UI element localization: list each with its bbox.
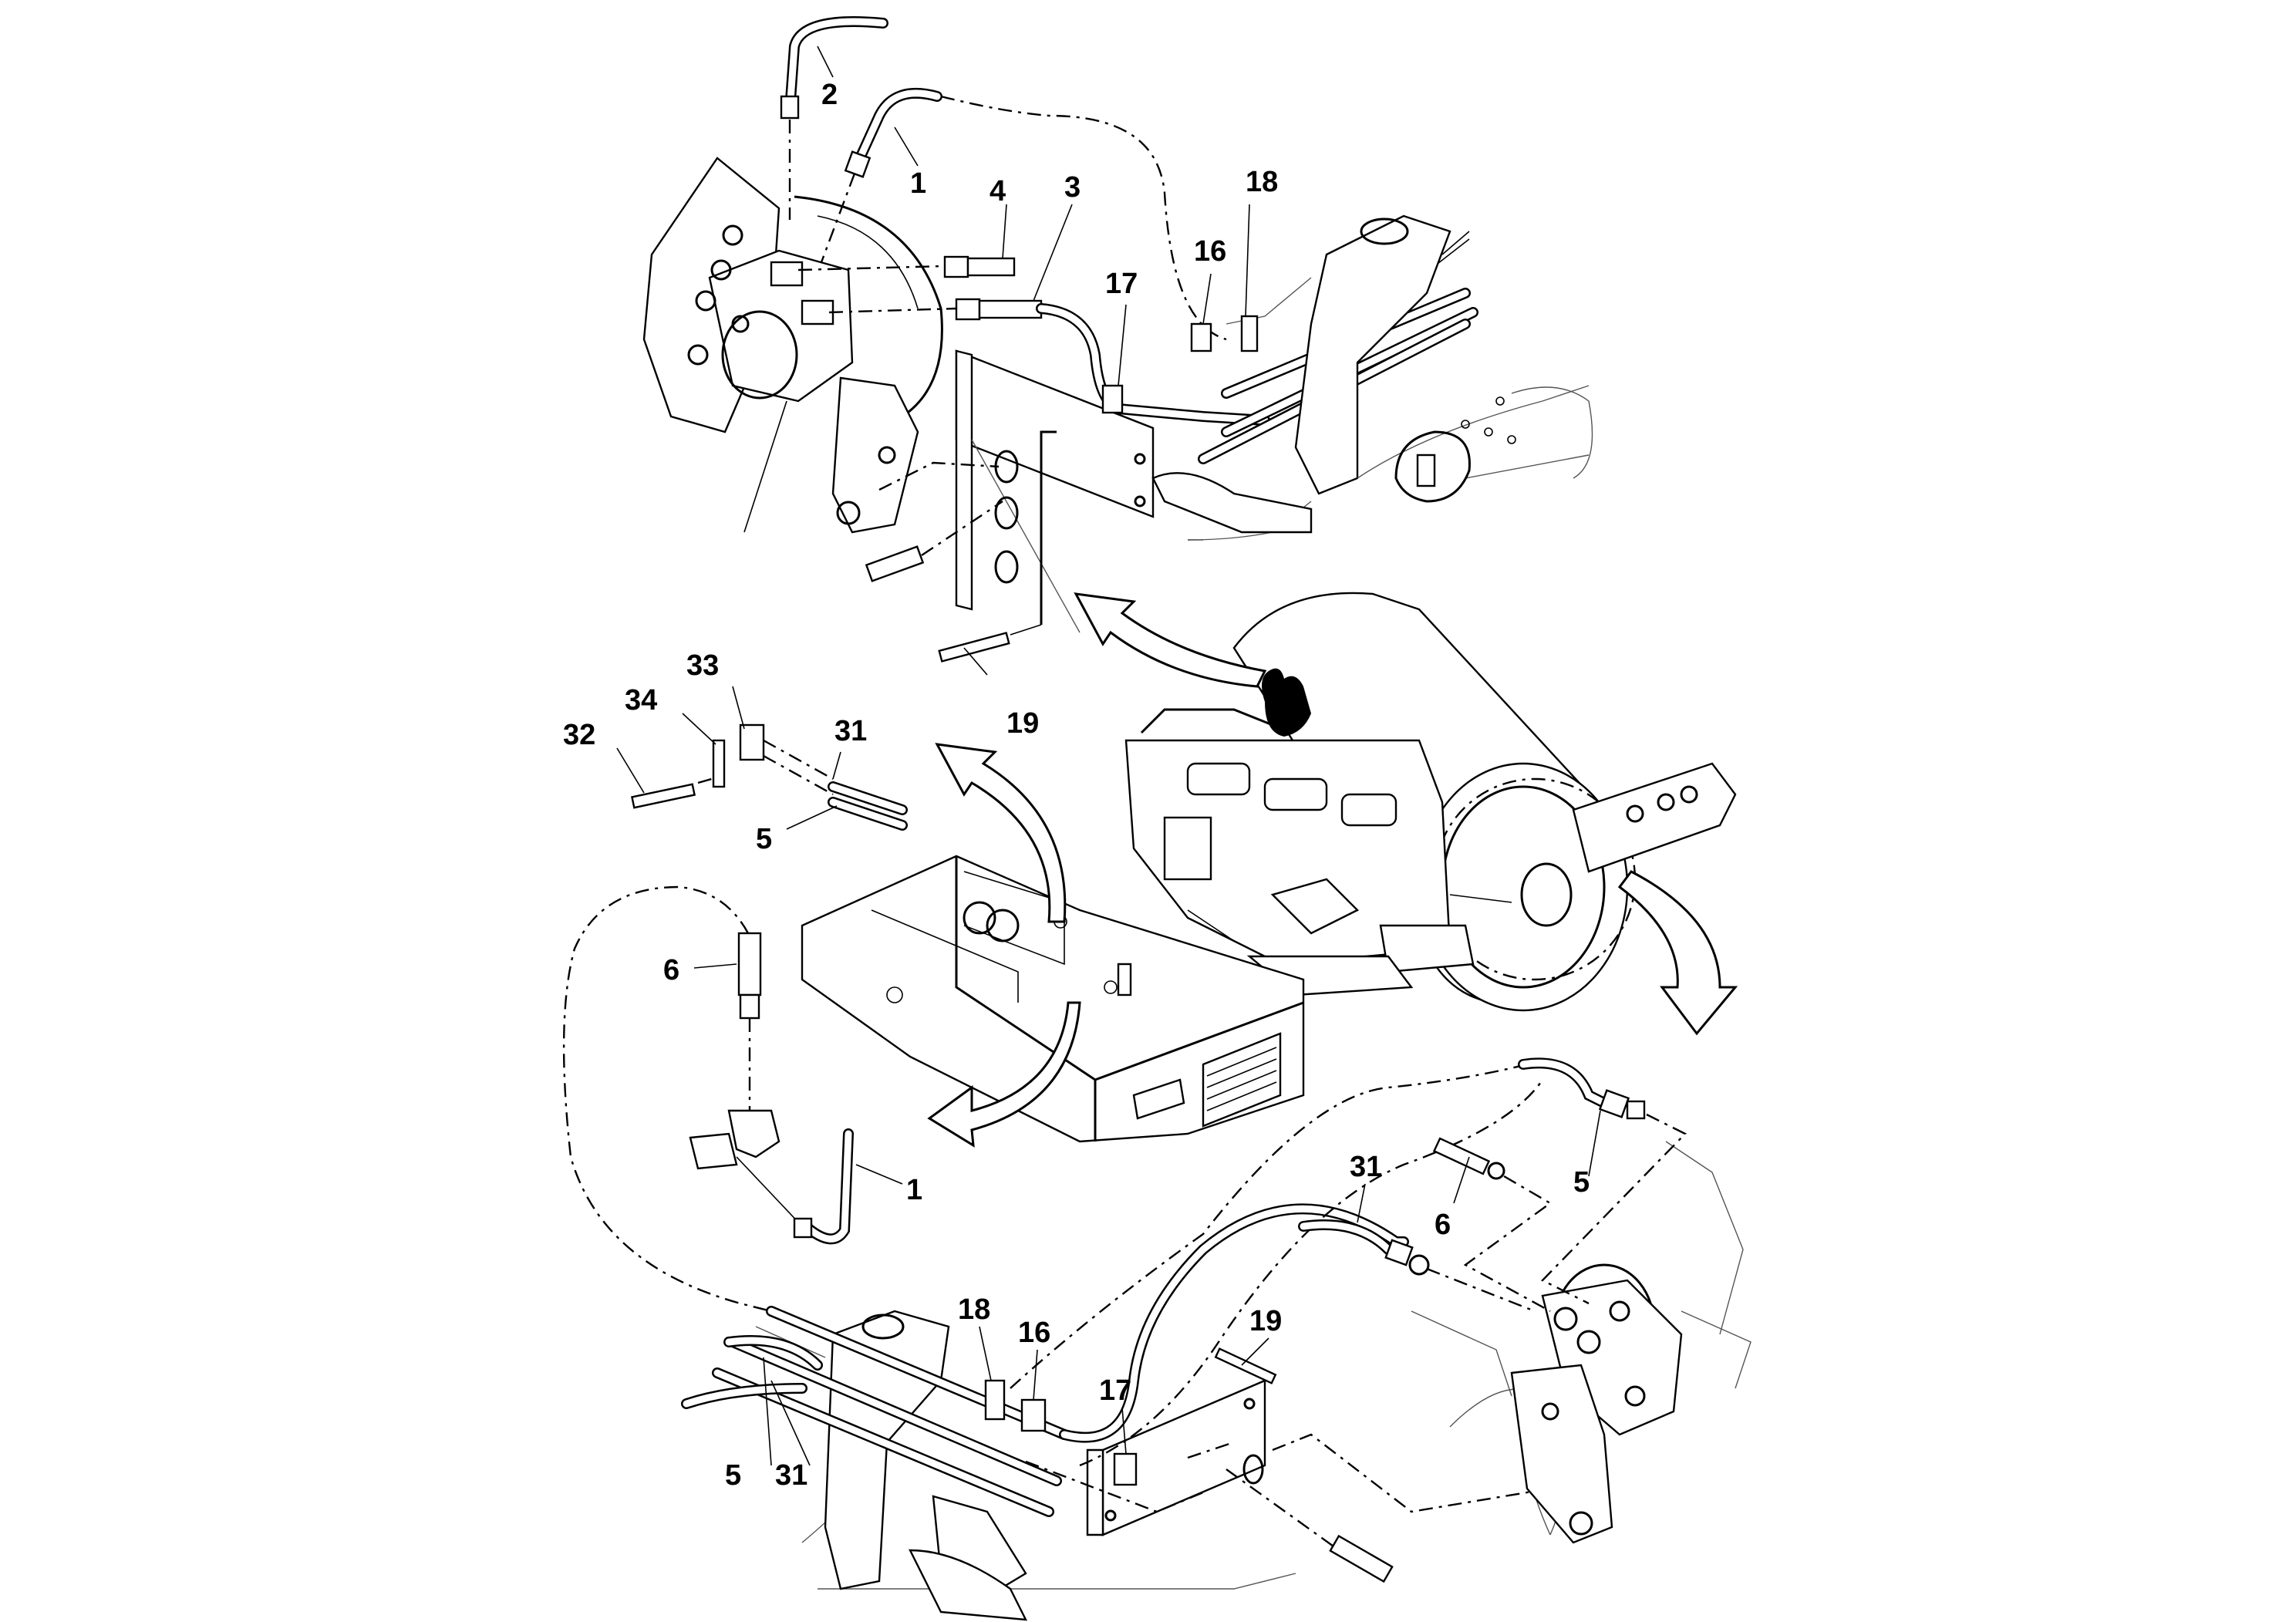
callout-18-bottom: 18 bbox=[958, 1293, 990, 1326]
clamp-16-top bbox=[1190, 322, 1212, 352]
bolt-32 bbox=[630, 783, 696, 809]
hose-6-right-fitting bbox=[1432, 1137, 1491, 1175]
clamp-16-bottom bbox=[1020, 1398, 1047, 1432]
bottom-frame-assembly bbox=[681, 1063, 1597, 1621]
callout-5-right: 5 bbox=[1573, 1166, 1590, 1199]
top-frame-assembly bbox=[865, 214, 1593, 663]
clamp-18-top bbox=[1240, 315, 1259, 352]
plate-34 bbox=[712, 739, 726, 788]
callout-17-bottom: 17 bbox=[1099, 1374, 1131, 1407]
leader-lines bbox=[616, 46, 1601, 1466]
callout-19-bottom: 19 bbox=[1249, 1305, 1282, 1337]
clamp-33 bbox=[739, 723, 765, 761]
callout-6-left: 6 bbox=[663, 954, 679, 986]
callout-5-bottom: 5 bbox=[725, 1459, 741, 1492]
left-hose-run bbox=[562, 885, 854, 1313]
bottom-motor-assembly bbox=[1298, 1057, 1752, 1544]
callout-1-top: 1 bbox=[910, 167, 926, 200]
callout-31-middle: 31 bbox=[834, 715, 867, 747]
callout-4-top: 4 bbox=[990, 175, 1006, 207]
clamp-17-top bbox=[1101, 384, 1124, 414]
glove-icon bbox=[1262, 668, 1311, 737]
flow-arrows bbox=[927, 592, 1738, 1148]
callout-16-bottom: 16 bbox=[1018, 1317, 1050, 1349]
callout-31-right: 31 bbox=[1350, 1151, 1382, 1183]
callout-18-top: 18 bbox=[1246, 166, 1278, 198]
callout-34-middle: 34 bbox=[625, 684, 657, 717]
hose-5-fitting bbox=[1598, 1089, 1630, 1118]
callout-31-bottom: 31 bbox=[775, 1459, 807, 1492]
callout-33-middle: 33 bbox=[686, 649, 719, 682]
callout-1-left: 1 bbox=[906, 1174, 922, 1206]
callout-17-top: 17 bbox=[1105, 268, 1138, 300]
bolt-19 bbox=[938, 632, 1010, 663]
bolt-19-bottom bbox=[1214, 1347, 1277, 1384]
callout-5-middle: 5 bbox=[756, 823, 772, 855]
callout-6-right: 6 bbox=[1435, 1209, 1451, 1241]
callout-3-top: 3 bbox=[1064, 171, 1081, 204]
callout-labels: 2 1 4 3 18 16 17 19 33 34 31 32 5 6 1 5 … bbox=[563, 79, 1590, 1492]
top-motor-assembly bbox=[642, 16, 1270, 534]
clamp-18-bottom bbox=[984, 1379, 1006, 1421]
clamp-17-bottom bbox=[1113, 1452, 1138, 1486]
callout-32-middle: 32 bbox=[563, 719, 595, 751]
callout-16-top: 16 bbox=[1194, 235, 1226, 268]
hose-6-fitting bbox=[737, 932, 762, 996]
callout-19-middle: 19 bbox=[1006, 707, 1039, 740]
callout-2-top: 2 bbox=[821, 79, 838, 111]
machine-overview bbox=[801, 592, 1737, 1143]
exploded-clamp-parts bbox=[630, 723, 908, 831]
